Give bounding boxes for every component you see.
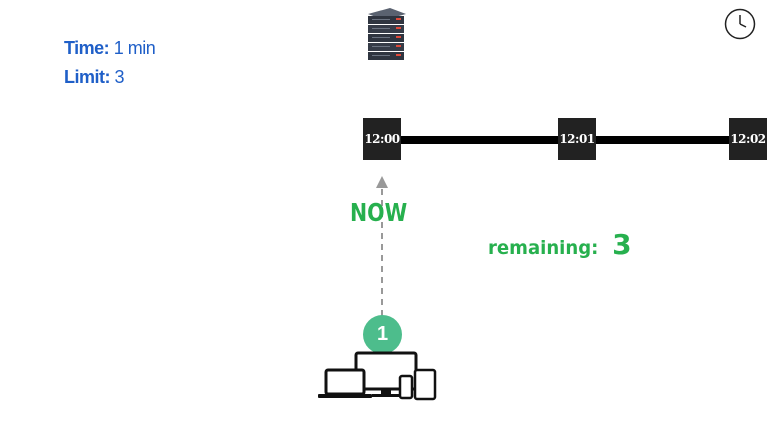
server-rack-icon <box>360 6 412 67</box>
limit-label: Limit: <box>64 67 111 87</box>
limit-info: Limit: 3 <box>64 67 125 88</box>
remaining-value: 3 <box>612 228 632 261</box>
clock-icon <box>723 7 757 46</box>
remaining-label: remaining: <box>488 237 599 259</box>
time-info: Time: 1 min <box>64 38 156 59</box>
time-label: Time: <box>64 38 110 58</box>
timeline-tick: 12:02 <box>729 118 767 160</box>
limit-value: 3 <box>114 67 125 87</box>
now-label: NOW <box>350 198 408 227</box>
time-value: 1 min <box>113 38 156 58</box>
timeline-tick: 12:01 <box>558 118 596 160</box>
remaining-indicator: remaining: 3 <box>488 228 632 261</box>
devices-icon <box>316 350 446 407</box>
request-count-badge: 1 <box>363 315 402 354</box>
timeline-tick: 12:00 <box>363 118 401 160</box>
